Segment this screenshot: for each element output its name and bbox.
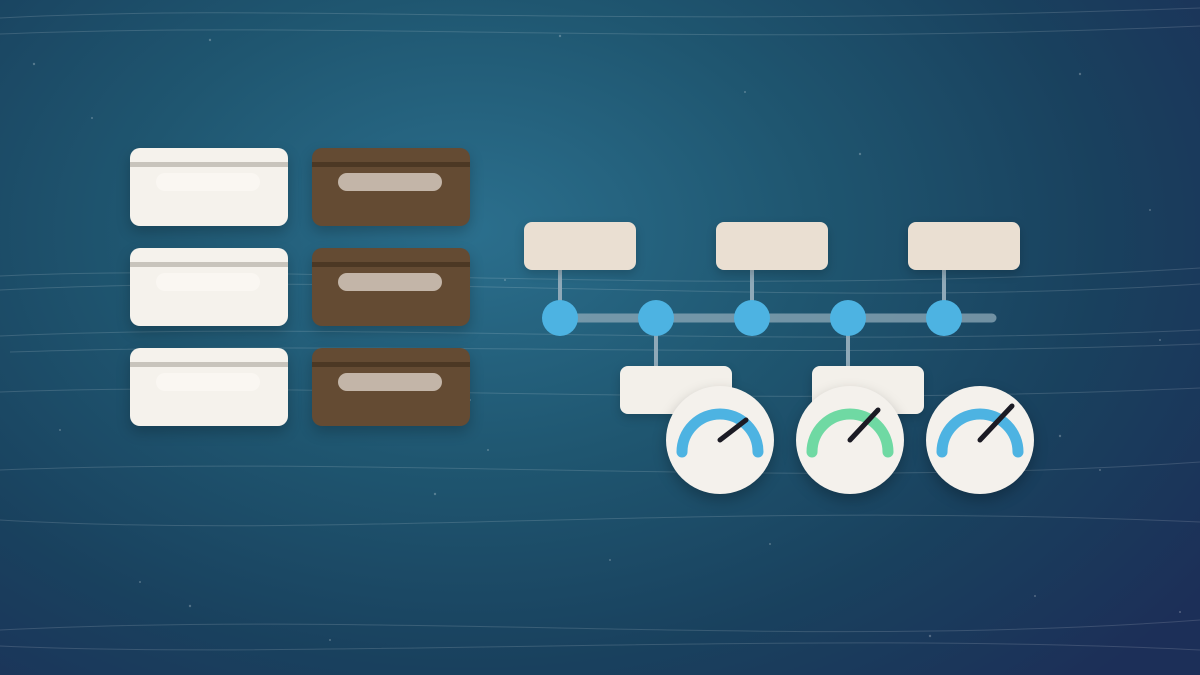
dark-card-2[interactable] (312, 248, 470, 326)
light-card-2[interactable] (130, 248, 288, 326)
gauge-arc (936, 408, 1024, 458)
timeline-node-4 (830, 300, 866, 336)
gauge-icon (676, 408, 764, 458)
card-pill (338, 273, 442, 291)
card-stripe (130, 262, 288, 267)
timeline-box-top-1[interactable] (524, 222, 636, 270)
gauge-arc (676, 408, 764, 458)
card-stripe (312, 362, 470, 367)
card-stripe (130, 362, 288, 367)
timeline-box-top-2[interactable] (716, 222, 828, 270)
card-pill (156, 173, 260, 191)
card-stripe (312, 262, 470, 267)
light-card-1[interactable] (130, 148, 288, 226)
light-card-3[interactable] (130, 348, 288, 426)
gauge-needle (847, 407, 881, 443)
dark-card-3[interactable] (312, 348, 470, 426)
dark-card-1[interactable] (312, 148, 470, 226)
timeline-node-3 (734, 300, 770, 336)
card-pill (156, 373, 260, 391)
card-stripe (312, 162, 470, 167)
gauge-icon (936, 403, 1024, 458)
gauge-arc (806, 408, 894, 458)
gauge-icon (806, 407, 894, 458)
card-stripe (130, 162, 288, 167)
card-pill (156, 273, 260, 291)
timeline-node-5 (926, 300, 962, 336)
gauge-3 (926, 386, 1034, 494)
timeline-box-top-3[interactable] (908, 222, 1020, 270)
gauge-2 (796, 386, 904, 494)
card-pill (338, 173, 442, 191)
gauge-needle (977, 403, 1015, 443)
timeline-node-1 (542, 300, 578, 336)
gauge-1 (666, 386, 774, 494)
timeline-node-2 (638, 300, 674, 336)
card-pill (338, 373, 442, 391)
gauge-needle (717, 417, 749, 443)
